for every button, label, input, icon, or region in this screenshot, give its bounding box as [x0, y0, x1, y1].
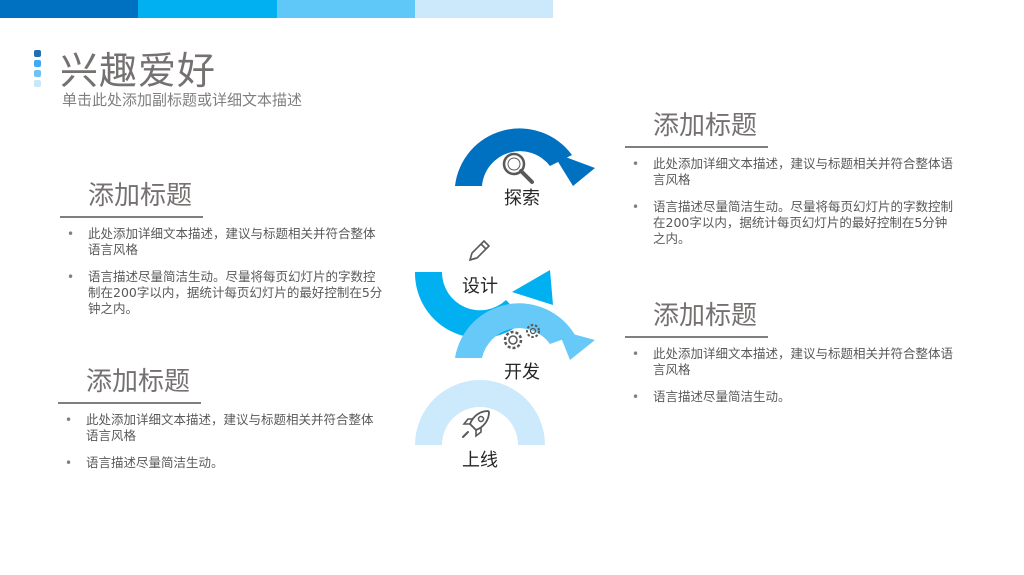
- bullet-item[interactable]: 语言描述尽量简洁生动。: [625, 389, 955, 405]
- top-bar-segment-2: [138, 0, 277, 18]
- stage-label-launch: 上线: [462, 450, 498, 471]
- top-bar-segment-3: [276, 0, 415, 18]
- text-block-left-bottom: 添加标题 此处添加详细文本描述，建议与标题相关并符合整体语言风格 语言描述尽量简…: [58, 364, 383, 482]
- title-dot: [34, 80, 41, 87]
- top-bar-segment-4: [414, 0, 553, 18]
- text-block-right-top: 添加标题 此处添加详细文本描述，建议与标题相关并符合整体语言风格 语言描述尽量简…: [625, 108, 955, 258]
- stage-label-develop: 开发: [504, 362, 540, 383]
- bullet-item[interactable]: 此处添加详细文本描述，建议与标题相关并符合整体语言风格: [625, 346, 955, 378]
- title-underline: [58, 402, 201, 404]
- block-title[interactable]: 添加标题: [88, 181, 193, 211]
- block-title[interactable]: 添加标题: [86, 367, 191, 397]
- title-dot: [34, 60, 41, 67]
- bullet-list: 此处添加详细文本描述，建议与标题相关并符合整体语言风格 语言描述尽量简洁生动。尽…: [625, 156, 955, 247]
- process-diagram: 探索 设计 开发 上线: [400, 100, 620, 480]
- title-underline: [625, 336, 768, 338]
- top-bar-segment-1: [0, 0, 139, 18]
- bullet-list: 此处添加详细文本描述，建议与标题相关并符合整体语言风格 语言描述尽量简洁生动。: [625, 346, 955, 405]
- title-dot: [34, 70, 41, 77]
- title-underline: [625, 146, 768, 148]
- arc-launch: [415, 380, 545, 445]
- bullet-item[interactable]: 语言描述尽量简洁生动。: [58, 455, 383, 471]
- block-title[interactable]: 添加标题: [653, 301, 758, 331]
- bullet-item[interactable]: 语言描述尽量简洁生动。尽量将每页幻灯片的字数控制在200字以内，据统计每页幻灯片…: [60, 269, 385, 317]
- text-block-right-bottom: 添加标题 此处添加详细文本描述，建议与标题相关并符合整体语言风格 语言描述尽量简…: [625, 298, 955, 416]
- arc-design-arrowhead: [512, 270, 553, 305]
- title-decoration-dots: [34, 50, 42, 90]
- page-subtitle[interactable]: 单击此处添加副标题或详细文本描述: [62, 91, 303, 109]
- gears-icon: [503, 324, 540, 350]
- bullet-list: 此处添加详细文本描述，建议与标题相关并符合整体语言风格 语言描述尽量简洁生动。: [58, 412, 383, 471]
- pencil-icon: [468, 239, 491, 262]
- arc-develop-arrowhead: [558, 330, 595, 360]
- rocket-icon: [462, 410, 490, 438]
- top-color-bar: [0, 0, 553, 18]
- title-dot: [34, 50, 41, 57]
- process-arcs: [414, 128, 595, 445]
- stage-label-design: 设计: [462, 276, 498, 297]
- bullet-item[interactable]: 此处添加详细文本描述，建议与标题相关并符合整体语言风格: [625, 156, 955, 188]
- arc-explore: [455, 128, 572, 186]
- block-title[interactable]: 添加标题: [653, 111, 758, 141]
- bullet-item[interactable]: 此处添加详细文本描述，建议与标题相关并符合整体语言风格: [58, 412, 383, 444]
- text-block-left-top: 添加标题 此处添加详细文本描述，建议与标题相关并符合整体语言风格 语言描述尽量简…: [60, 178, 385, 328]
- arc-explore-arrowhead: [552, 152, 595, 186]
- stage-label-explore: 探索: [504, 188, 540, 209]
- bullet-item[interactable]: 此处添加详细文本描述，建议与标题相关并符合整体语言风格: [60, 226, 385, 258]
- title-underline: [60, 216, 203, 218]
- page-title: 兴趣爱好: [60, 49, 217, 93]
- arc-develop: [455, 303, 575, 358]
- bullet-list: 此处添加详细文本描述，建议与标题相关并符合整体语言风格 语言描述尽量简洁生动。尽…: [60, 226, 385, 317]
- magnifier-icon: [502, 152, 534, 184]
- bullet-item[interactable]: 语言描述尽量简洁生动。尽量将每页幻灯片的字数控制在200字以内，据统计每页幻灯片…: [625, 199, 955, 247]
